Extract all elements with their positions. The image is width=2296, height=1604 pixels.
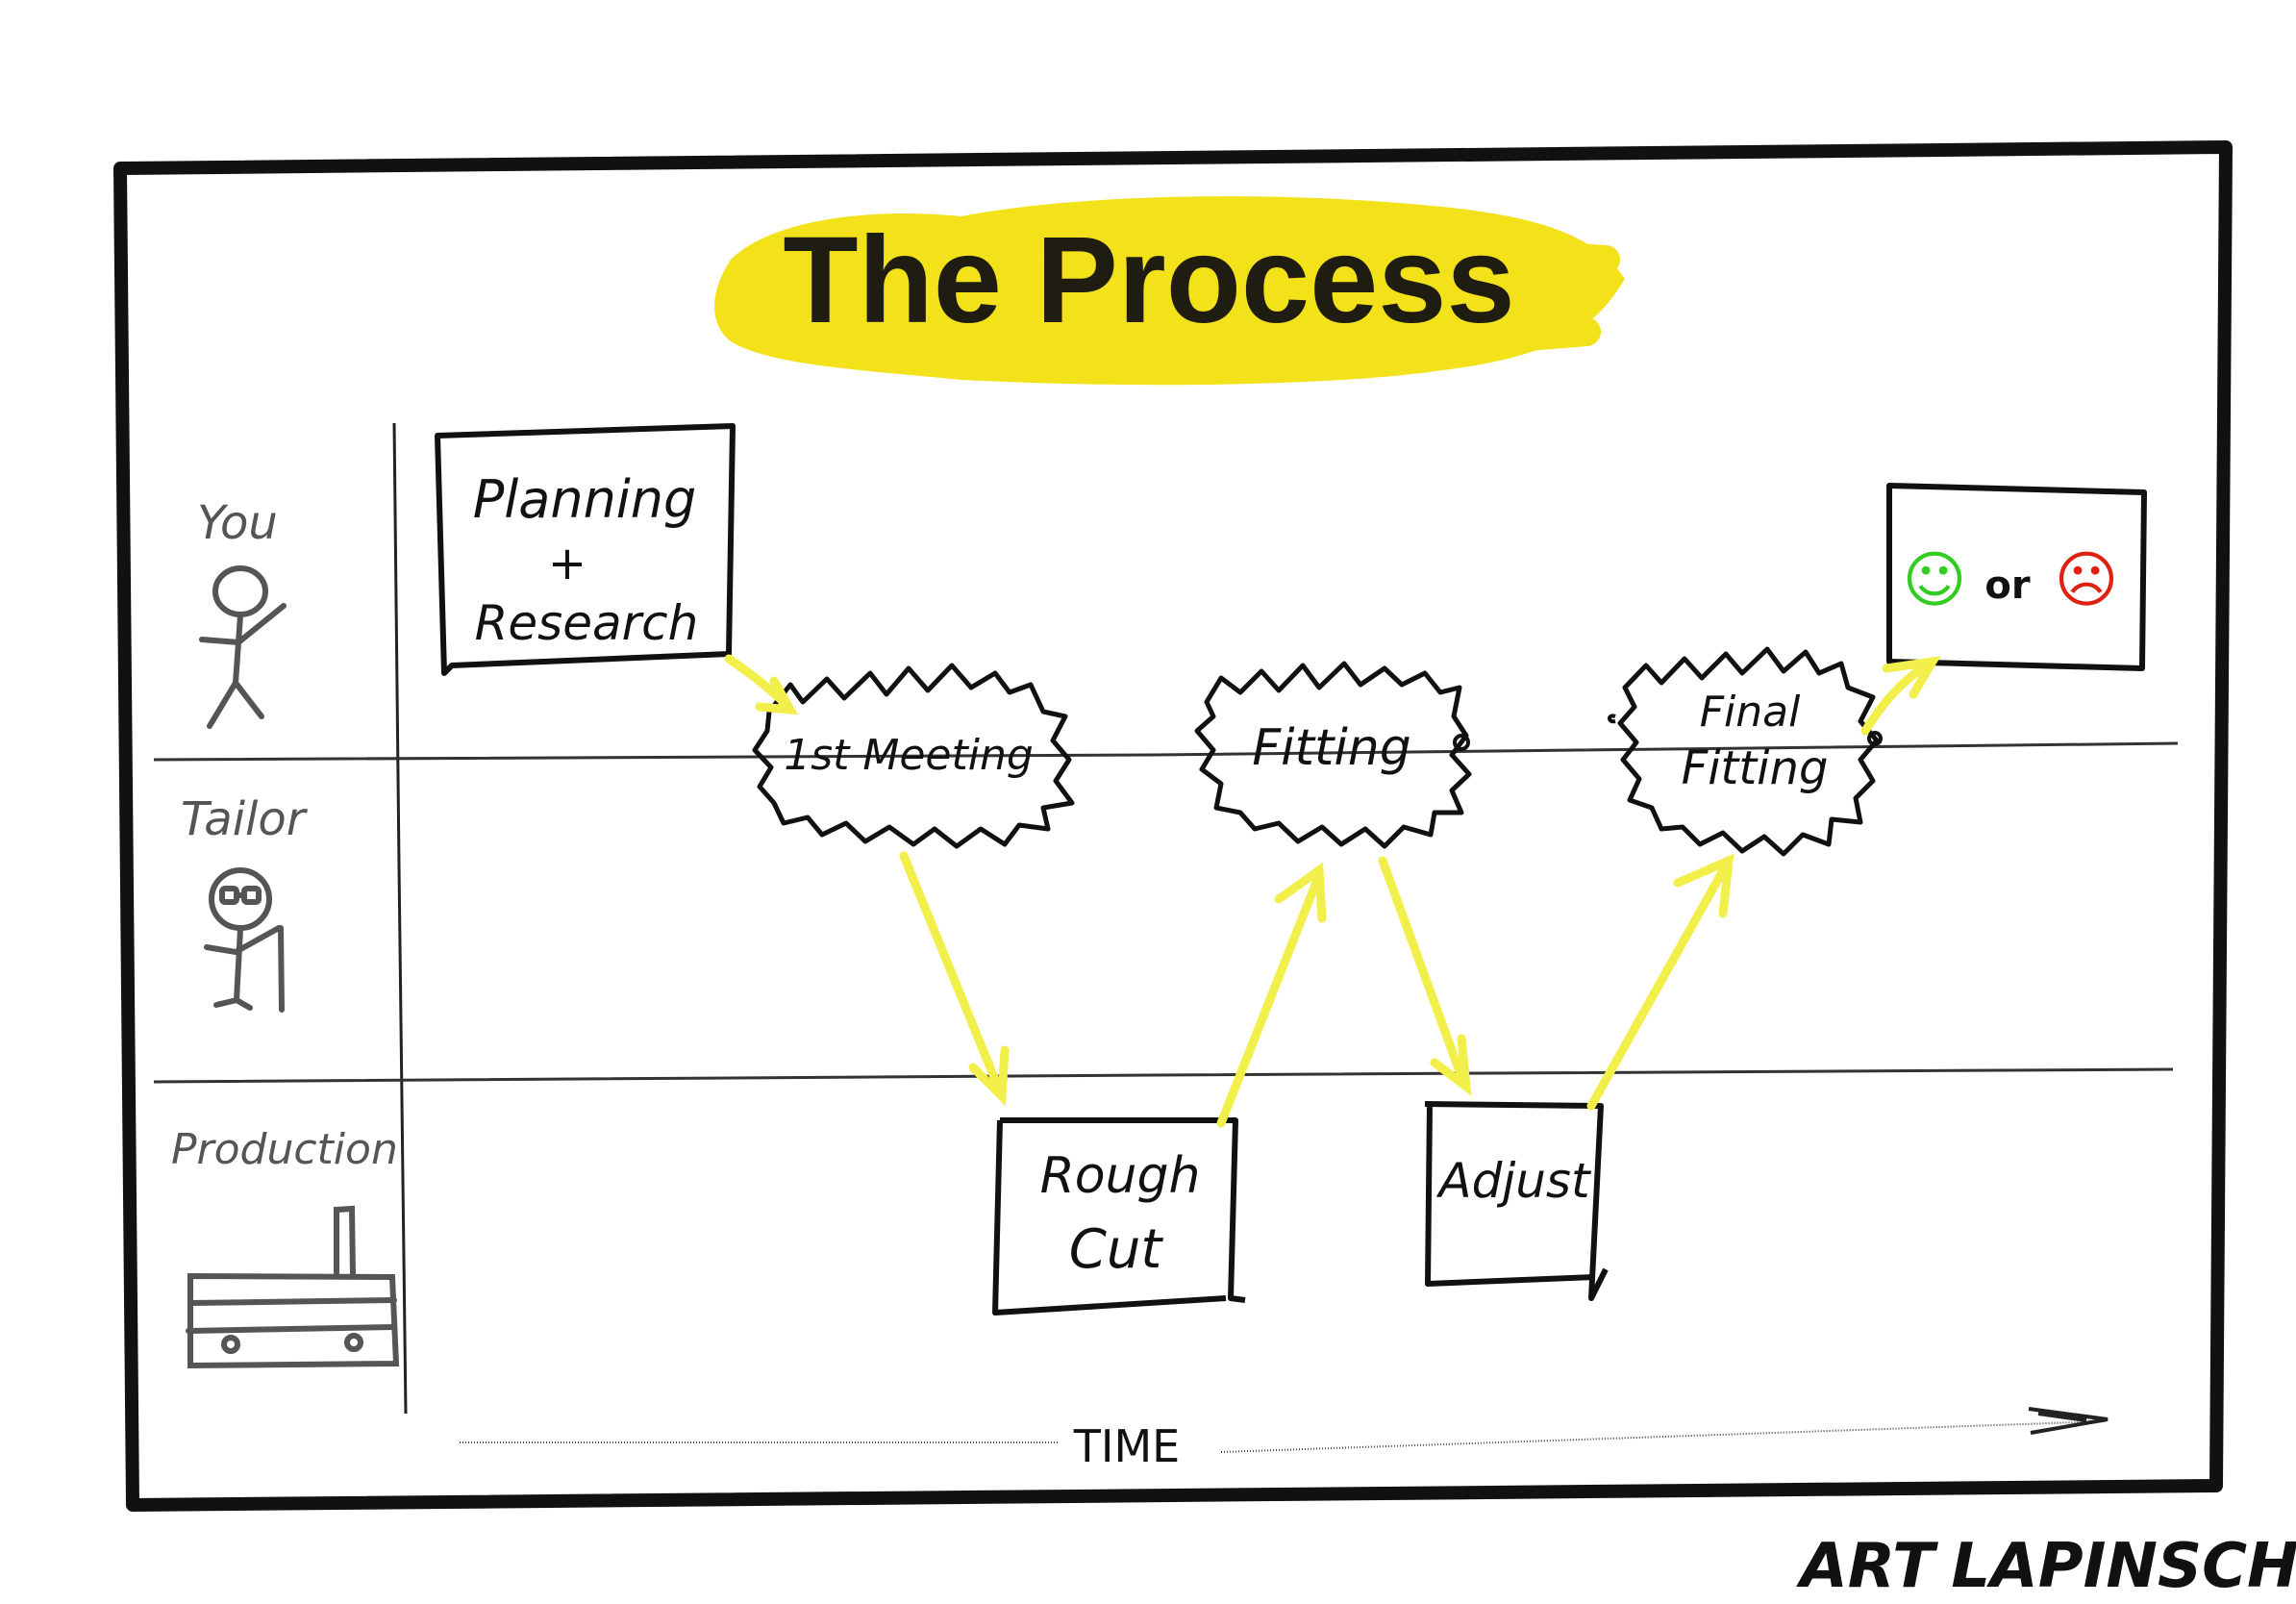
or-label: or	[1984, 564, 2030, 608]
tailor-with-glasses-icon	[204, 867, 285, 1013]
adjust-step: Adjust	[1424, 1101, 1609, 1301]
first-meeting-step: 1st Meeting	[752, 663, 1075, 849]
plus-label: +	[548, 537, 586, 590]
adjust-label: Adjust	[1435, 1153, 1592, 1209]
final-fitting-label: Fitting	[1682, 741, 1829, 795]
final-fitting-step: Final Fitting	[1608, 646, 1883, 857]
rough-cut-step: Rough Cut	[992, 1117, 1246, 1316]
factory-icon	[186, 1205, 400, 1369]
cut-label: Cut	[1069, 1218, 1164, 1281]
rough-label: Rough	[1040, 1147, 1201, 1205]
happy-face-icon: ☺	[1903, 545, 1967, 616]
time-axis-label: TIME	[1073, 1420, 1180, 1472]
page-title: The Process	[783, 212, 1514, 349]
lane-divider-vertical	[392, 422, 408, 1415]
lane-divider-tailor-production	[153, 1067, 2174, 1084]
diagram-frame	[113, 140, 2233, 1512]
research-label: Research	[475, 595, 699, 651]
arrow-fitting-to-adjust	[1378, 856, 1468, 1087]
first-meeting-label: 1st Meeting	[784, 731, 1034, 780]
time-arrow-icon	[2028, 1407, 2109, 1435]
signature-lapinsch: LAPINSCH	[1951, 1531, 2296, 1602]
fitting-label: Fitting	[1252, 719, 1411, 777]
sad-face-icon: ☹	[2055, 545, 2119, 616]
arrow-roughcut-to-fitting	[1216, 875, 1322, 1128]
lane-label-you: You	[197, 496, 278, 550]
outcome-step: ☺ or ☹	[1886, 483, 2147, 671]
flow-arrows	[724, 654, 1941, 1128]
fitting-step: Fitting	[1194, 661, 1472, 849]
arrow-meeting-to-roughcut	[899, 851, 1005, 1096]
lane-divider-you-tailor	[153, 741, 2179, 762]
time-axis: TIME	[460, 1407, 2109, 1472]
arrow-adjust-to-finalfitting	[1586, 861, 1731, 1111]
planning-research-step: Planning + Research	[435, 423, 736, 676]
lane-label-production: Production	[171, 1125, 398, 1174]
arrow-finalfitting-to-outcome	[1860, 659, 1933, 736]
person-icon	[199, 565, 287, 729]
signature-art: ART	[1795, 1531, 1938, 1602]
lane-label-tailor: Tailor	[181, 792, 309, 846]
final-label: Final	[1700, 688, 1801, 737]
title-highlight-stroke	[726, 228, 1620, 367]
planning-label: Planning	[473, 469, 697, 530]
